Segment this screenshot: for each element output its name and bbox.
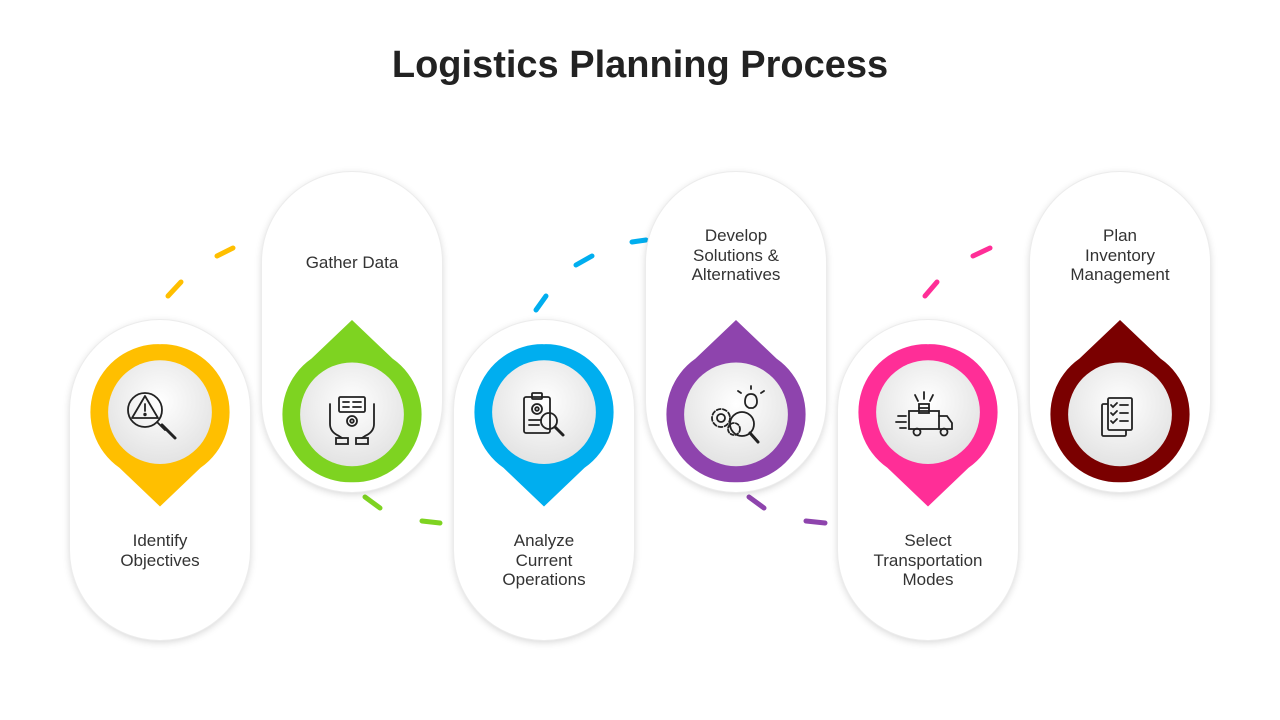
step-label: Select Transportation Modes <box>873 531 983 589</box>
step-label: Analyze Current Operations <box>502 531 586 589</box>
connector-dash <box>629 237 649 245</box>
connector-dash <box>533 293 549 313</box>
step-label: Plan Inventory Management <box>1070 226 1170 284</box>
connector-dash <box>922 279 940 299</box>
step-label: Develop Solutions & Alternatives <box>691 226 781 284</box>
step-marker <box>1045 320 1195 500</box>
connector-dash <box>970 245 993 259</box>
step-marker <box>85 314 235 507</box>
connector-dash <box>214 245 236 259</box>
connector-dash <box>803 518 828 526</box>
search-warning-icon <box>120 378 200 458</box>
connector-dash <box>746 494 767 511</box>
diagram-title: Logistics Planning Process <box>391 44 889 86</box>
connector-dash <box>419 518 443 526</box>
checklist-documents-icon <box>1080 380 1160 460</box>
clipboard-analysis-icon <box>504 378 584 458</box>
step-marker <box>661 320 811 500</box>
step-marker <box>277 320 427 500</box>
step-marker <box>853 314 1003 507</box>
delivery-truck-icon <box>888 378 968 458</box>
connector-dash <box>573 253 595 268</box>
connector-dash <box>165 279 184 299</box>
step-marker <box>469 314 619 507</box>
step-label: Gather Data <box>305 253 399 272</box>
hands-data-icon <box>312 380 392 460</box>
step-label: Identify Objectives <box>120 531 200 570</box>
gear-idea-icon <box>696 380 776 460</box>
connector-dash <box>362 494 383 511</box>
